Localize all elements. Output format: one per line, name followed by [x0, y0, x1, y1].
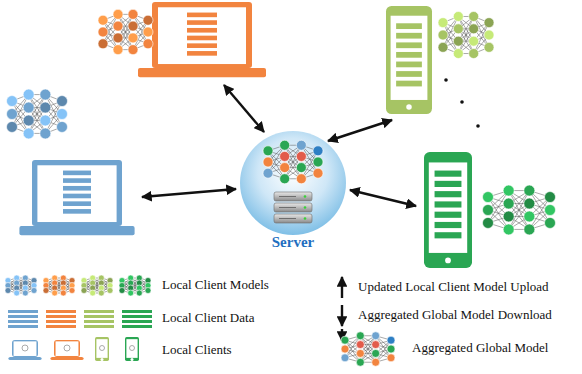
legend-client-glyph: [100, 346, 105, 351]
laptop-client: [19, 160, 134, 235]
client-model-network: [438, 11, 494, 58]
more-clients-dots: [444, 78, 480, 128]
legend-label: Aggregated Global Model: [412, 339, 548, 357]
server-rack: [274, 192, 312, 223]
legend-label: Local Client Models: [162, 276, 269, 294]
legend-data-sample: [122, 310, 152, 328]
legend-global-model-sample: [341, 332, 395, 366]
legend-client-glyph: [130, 346, 135, 351]
transfer-arrow: [142, 189, 236, 197]
phone-client: [424, 152, 472, 268]
legend-model-sample: [5, 275, 37, 296]
phone-client: [386, 6, 432, 114]
server-label: Server: [235, 233, 351, 251]
legend-data-sample: [46, 310, 76, 328]
legend-label: Local Client Data: [162, 309, 254, 327]
legend-label: Aggregated Global Model Download: [358, 306, 552, 324]
legend-client-sample: [8, 340, 41, 360]
legend-data-sample: [8, 310, 38, 328]
server-node: Server: [235, 131, 351, 251]
legend-client-sample: [50, 340, 83, 360]
legend-label: Updated Local Client Model Upload: [358, 278, 549, 296]
legend-model-sample: [119, 275, 151, 296]
client-model-network: [483, 185, 556, 235]
laptop-client: [138, 2, 266, 77]
legend-client-glyph: [64, 345, 70, 351]
legend-upload-arrow: [341, 277, 343, 298]
client-model-network: [7, 89, 68, 139]
transfer-arrow: [224, 85, 264, 132]
transfer-arrow: [328, 120, 392, 141]
legend-client-glyph: [22, 345, 28, 351]
transfer-arrow: [350, 190, 416, 206]
legend-model-sample: [81, 275, 113, 296]
server-globe: [240, 131, 346, 235]
legend-model-sample: [43, 275, 75, 296]
legend-label: Local Clients: [162, 341, 232, 359]
legend-client-sample: [95, 337, 109, 361]
global-model-network: [263, 140, 323, 184]
legend-data-sample: [84, 310, 114, 328]
client-model-network: [98, 9, 153, 54]
legend-download-arrow: [341, 305, 343, 326]
legend-client-sample: [125, 337, 139, 361]
